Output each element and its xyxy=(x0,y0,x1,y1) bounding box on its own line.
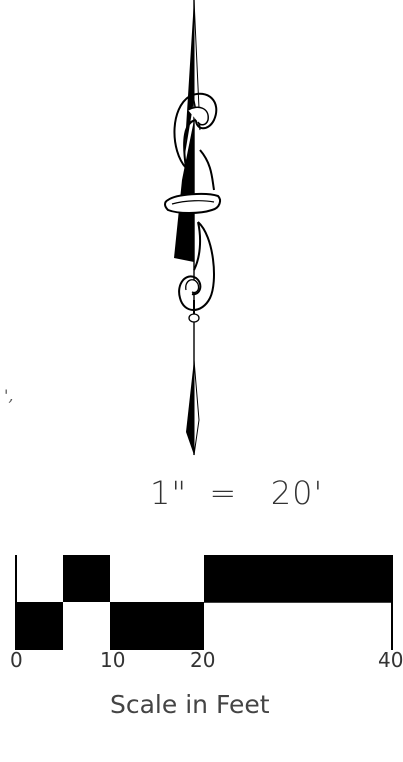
lower-arrow-blade xyxy=(186,360,194,455)
scale-segment xyxy=(204,555,392,602)
scale-ratio: 1" = 20' xyxy=(150,474,324,512)
spear-blade xyxy=(174,120,194,262)
lower-ring xyxy=(188,313,200,323)
scale-tick-label-40: 40 xyxy=(378,648,403,672)
north-arrow-icon xyxy=(164,0,221,456)
scale-segment xyxy=(110,602,204,650)
scale-tick-label-20: 20 xyxy=(190,648,216,672)
scale-caption: Scale in Feet xyxy=(110,690,270,719)
scroll-band xyxy=(164,192,221,214)
scale-tick-label-10: 10 xyxy=(100,648,126,672)
scale-segment xyxy=(63,555,110,602)
scale-segment xyxy=(16,602,63,650)
upper-arrow-blade xyxy=(184,0,194,160)
stray-mark: ', xyxy=(4,386,14,405)
scale-tick-label-0: 0 xyxy=(10,648,23,672)
scale-bar xyxy=(15,555,393,650)
